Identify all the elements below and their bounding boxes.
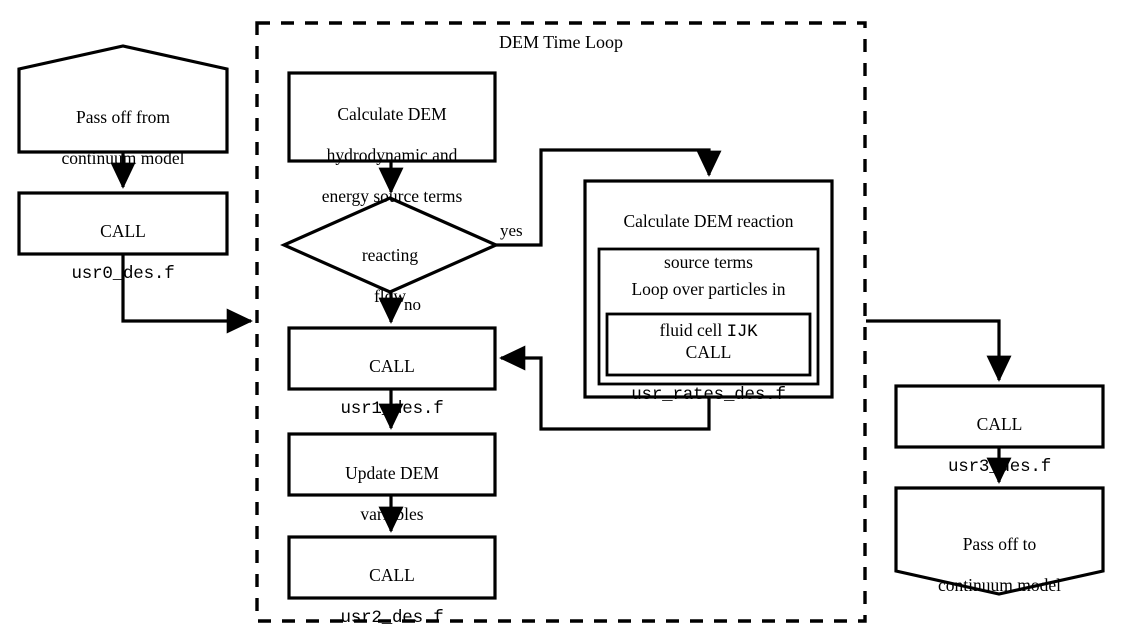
node-call-usr-rates-shape bbox=[605, 312, 812, 377]
node-call-usr1-shape bbox=[287, 326, 497, 391]
node-update-dem-shape bbox=[287, 432, 497, 497]
node-call-usr0-shape bbox=[17, 191, 229, 256]
node-calc-hydro-shape bbox=[287, 71, 497, 163]
node-pass-off-to-shape bbox=[894, 486, 1105, 596]
node-reacting-flow-shape bbox=[280, 196, 500, 294]
node-call-usr2-shape bbox=[287, 535, 497, 600]
edge-label-no: no bbox=[404, 295, 421, 314]
edge-loop-exit-to-usr3 bbox=[866, 319, 1012, 382]
node-pass-off-from-shape bbox=[17, 44, 229, 154]
dem-time-loop-region bbox=[255, 21, 867, 623]
edge-label-yes: yes bbox=[500, 221, 523, 240]
edge-reaction-back-to-usr1 bbox=[499, 345, 711, 431]
edge-usr0-to-loop bbox=[121, 254, 253, 334]
edge-diamond-yes-to-reaction bbox=[496, 148, 722, 247]
node-call-usr3-shape bbox=[894, 384, 1105, 449]
dem-time-loop-title: DEM Time Loop bbox=[498, 32, 624, 52]
